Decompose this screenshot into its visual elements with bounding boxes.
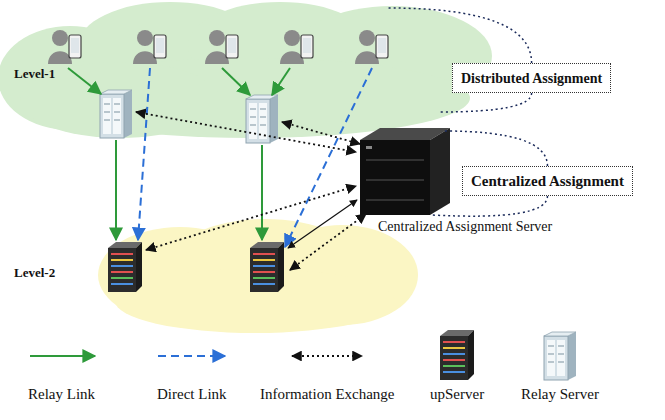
legend-label: Relay Link (28, 386, 95, 403)
legend-label: Direct Link (157, 386, 227, 403)
assignment-box: Distributed Assignment (452, 63, 611, 93)
legend-label: Information Exchange (260, 386, 395, 403)
assignment-box: Centralized Assignment (462, 166, 633, 196)
node-label: Level-2 (14, 265, 55, 281)
bracket-connector (388, 8, 532, 112)
node-label: Centralized Assignment Server (378, 219, 552, 235)
node-label: Level-1 (14, 66, 55, 82)
central-server: Centralized Assignment Server (350, 125, 450, 215)
legend-label: upServer (430, 386, 484, 403)
legend-label: Relay Server (521, 386, 599, 403)
node-label: Centralized Assignment (471, 173, 624, 189)
node-label: Distributed Assignment (461, 71, 602, 86)
